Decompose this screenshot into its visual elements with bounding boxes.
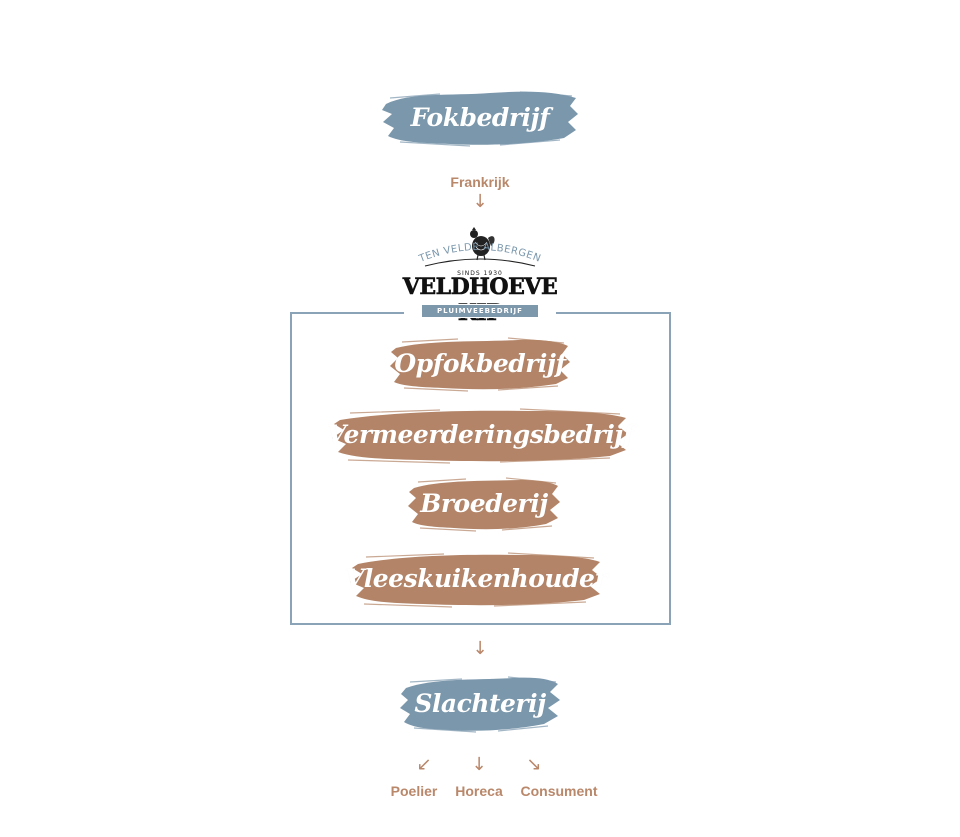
node-label: Fokbedrijf <box>410 102 550 132</box>
node-vleeskuikenhouder: Vleeskuikenhouder <box>344 548 608 608</box>
arrow-down-icon: ↓ <box>472 191 488 212</box>
node-broederij: Broederij <box>406 474 562 532</box>
brush-stroke-brown <box>332 408 628 464</box>
frame-top-right <box>556 312 671 314</box>
brush-stroke-blue <box>400 676 560 733</box>
node-label: Broederij <box>420 488 548 518</box>
arrow-down-icon: ↓ <box>472 638 488 659</box>
arrow-down-icon: ↓ <box>471 754 487 775</box>
output-consument: Consument <box>520 783 598 799</box>
node-opfokbedrijf: Opfokbedrijf <box>388 334 572 392</box>
arrow-down-left-icon: ↙ <box>416 754 432 775</box>
logo-arc: TEN VELDE ALBERGEN <box>417 227 542 267</box>
node-label: Slachterij <box>414 688 546 718</box>
veldhoeve-kip-logo: TEN VELDE ALBERGEN SINDS 1930 VELDHOEVE … <box>395 224 565 326</box>
output-poelier: Poelier <box>390 783 438 799</box>
logo-since: SINDS 1930 <box>457 270 503 277</box>
node-vermeerderingsbedrijf: Vermeerderingsbedrijf <box>326 404 634 464</box>
node-slachterij: Slachterij <box>398 670 562 736</box>
frame-top-left <box>290 312 404 314</box>
arrow-down-right-icon: ↘ <box>526 754 542 775</box>
output-horeca: Horeca <box>455 783 503 799</box>
logo-ribbon: PLUIMVEEBEDRIJF <box>421 304 539 318</box>
chicken-icon <box>470 227 495 261</box>
node-fokbedrijf: Fokbedrijf <box>380 84 580 150</box>
brush-stroke-blue <box>382 91 578 147</box>
brush-stroke-brown <box>390 337 570 392</box>
node-label: Vleeskuikenhouder <box>344 563 608 593</box>
brush-stroke-brown <box>350 552 602 608</box>
node-label: Vermeerderingsbedrijf <box>326 419 634 449</box>
node-label: Opfokbedrijf <box>394 348 566 378</box>
brush-stroke-brown <box>408 477 560 532</box>
origin-label: Frankrijk <box>450 174 510 190</box>
company-frame <box>290 312 671 625</box>
logo-brand: VELDHOEVE KIP <box>402 274 558 327</box>
